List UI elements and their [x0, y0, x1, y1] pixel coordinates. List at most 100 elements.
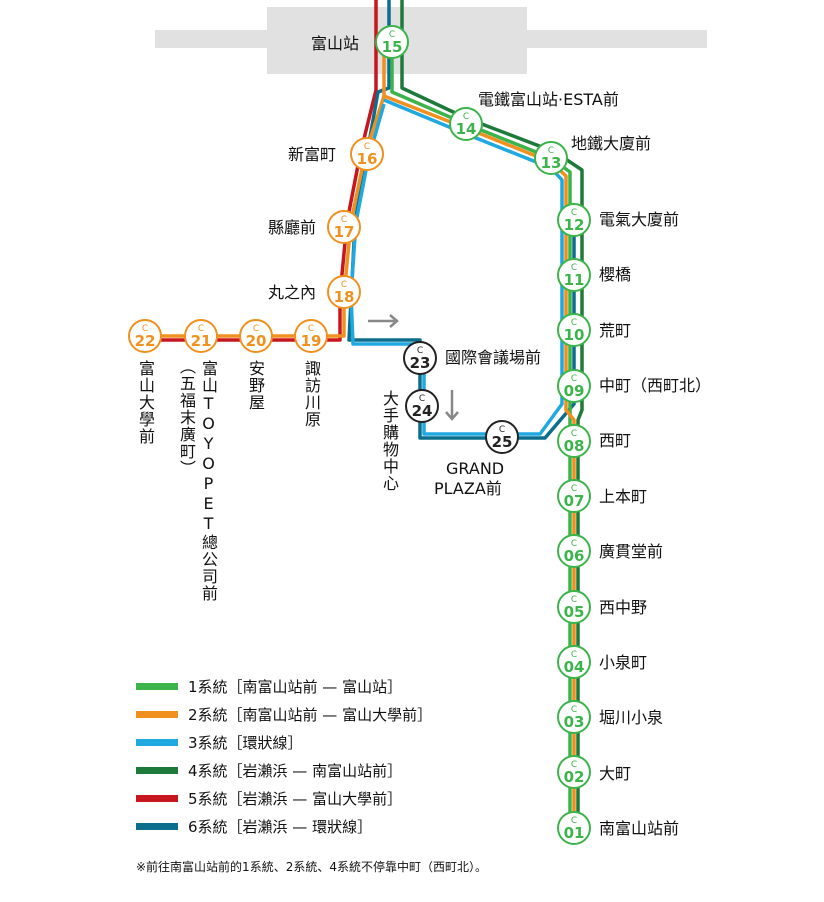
station-circle	[184, 319, 218, 353]
station-circle	[375, 25, 409, 59]
station-label-c20: 安野屋	[246, 360, 265, 411]
station-number: 16	[357, 150, 378, 168]
station-prefix: C	[571, 816, 577, 826]
station-prefix: C	[571, 318, 577, 328]
arrow-south-head	[445, 411, 459, 421]
station-label-c25-line1: GRAND	[446, 459, 505, 478]
station-prefix: C	[364, 142, 370, 152]
legend-label: 4系統［岩瀨浜 — 南富山站前］	[188, 762, 403, 780]
station-prefix: C	[389, 30, 395, 40]
station-marker-c09: C09	[557, 369, 591, 403]
station-prefix: C	[253, 324, 259, 334]
station-circle	[557, 424, 591, 458]
legend-label: 5系統［岩瀨浜 — 富山大學前］	[188, 790, 403, 808]
station-circle	[557, 479, 591, 513]
station-marker-c17: C17	[327, 210, 361, 244]
station-circle	[557, 755, 591, 789]
station-number: 12	[564, 216, 585, 234]
station-label-c12: 電氣大廈前	[599, 210, 680, 229]
station-circle	[239, 319, 273, 353]
station-prefix: C	[198, 324, 204, 334]
station-marker-c11: C11	[557, 258, 591, 292]
station-label-c08: 西町	[599, 431, 632, 450]
station-marker-c01: C01	[557, 811, 591, 845]
station-label-c21: 富山TOYOPET總公司前	[199, 360, 218, 602]
station-label-c22: 富山大學前	[136, 360, 155, 445]
station-number: 06	[564, 547, 585, 565]
footnote: ※前往南富山站前的1系統、2系統、4系統不停靠中町（西町北）。	[136, 860, 487, 874]
station-marker-c08: C08	[557, 424, 591, 458]
station-marker-c03: C03	[557, 700, 591, 734]
station-marker-c06: C06	[557, 534, 591, 568]
station-prefix: C	[548, 146, 554, 156]
station-marker-c10: C10	[557, 313, 591, 347]
station-prefix: C	[463, 112, 469, 122]
station-prefix: C	[571, 484, 577, 494]
station-circle	[327, 210, 361, 244]
station-circle	[449, 107, 483, 141]
station-circle	[557, 534, 591, 568]
legend-swatch	[136, 767, 178, 774]
station-circle	[485, 420, 519, 454]
station-label-c05: 西中野	[599, 598, 648, 617]
station-marker-c21: C21	[184, 319, 218, 353]
station-circle	[557, 258, 591, 292]
legend-label: 1系統［南富山站前 — 富山站］	[188, 678, 403, 696]
station-circle	[557, 313, 591, 347]
station-prefix: C	[571, 650, 577, 660]
station-circle	[327, 275, 361, 309]
station-prefix: C	[571, 429, 577, 439]
line-4-path	[400, 0, 584, 840]
station-marker-c22: C22	[128, 319, 162, 353]
station-number: 19	[301, 332, 322, 350]
station-label-c14: 電鐵富山站·ESTA前	[478, 90, 619, 109]
legend-label: 3系統［環狀線］	[188, 734, 303, 752]
station-prefix: C	[341, 215, 347, 225]
station-number: 25	[492, 433, 513, 451]
station-marker-c05: C05	[557, 590, 591, 624]
station-marker-c16: C16	[350, 137, 384, 171]
station-circle	[557, 590, 591, 624]
station-marker-c07: C07	[557, 479, 591, 513]
station-label-c09: 中町（西町北）	[599, 376, 712, 395]
legend-swatch	[136, 739, 178, 746]
station-label-c07: 上本町	[599, 487, 648, 506]
station-prefix: C	[571, 595, 577, 605]
station-number: 08	[564, 437, 585, 455]
station-circle	[557, 645, 591, 679]
station-number: 02	[564, 768, 585, 786]
arrow-east-head	[389, 314, 399, 328]
station-marker-c25: C25	[485, 420, 519, 454]
station-label-c23: 國際會議場前	[445, 348, 542, 367]
station-number: 18	[334, 288, 355, 306]
station-number: 05	[564, 603, 585, 621]
legend-label: 2系統［南富山站前 — 富山大學前］	[188, 706, 433, 724]
station-marker-c04: C04	[557, 645, 591, 679]
station-number: 23	[410, 354, 431, 372]
station-circle	[557, 811, 591, 845]
station-label-c03: 堀川小泉	[599, 708, 664, 727]
station-number: 11	[564, 271, 585, 289]
station-circle	[534, 141, 568, 175]
station-markers: C15C14C13C12C11C10C09C08C07C06C05C04C03C…	[128, 25, 591, 845]
station-number: 15	[382, 38, 403, 56]
station-label-c11: 櫻橋	[599, 265, 632, 284]
station-number: 17	[334, 223, 355, 241]
station-prefix: C	[571, 760, 577, 770]
station-label-c15: 富山站	[311, 34, 360, 53]
direction-arrows	[368, 314, 459, 421]
station-label-c18: 丸之內	[268, 283, 317, 302]
station-prefix: C	[341, 280, 347, 290]
station-circle	[128, 319, 162, 353]
station-number: 14	[456, 120, 477, 138]
station-number: 21	[191, 332, 212, 350]
station-prefix: C	[571, 374, 577, 384]
station-marker-c23: C23	[403, 341, 437, 375]
station-prefix: C	[308, 324, 314, 334]
station-marker-c15: C15	[375, 25, 409, 59]
station-label-c13: 地鐵大廈前	[571, 134, 652, 153]
station-label-c17: 縣廳前	[268, 218, 317, 237]
station-number: 03	[564, 713, 585, 731]
station-prefix: C	[417, 346, 423, 356]
station-number: 20	[246, 332, 267, 350]
